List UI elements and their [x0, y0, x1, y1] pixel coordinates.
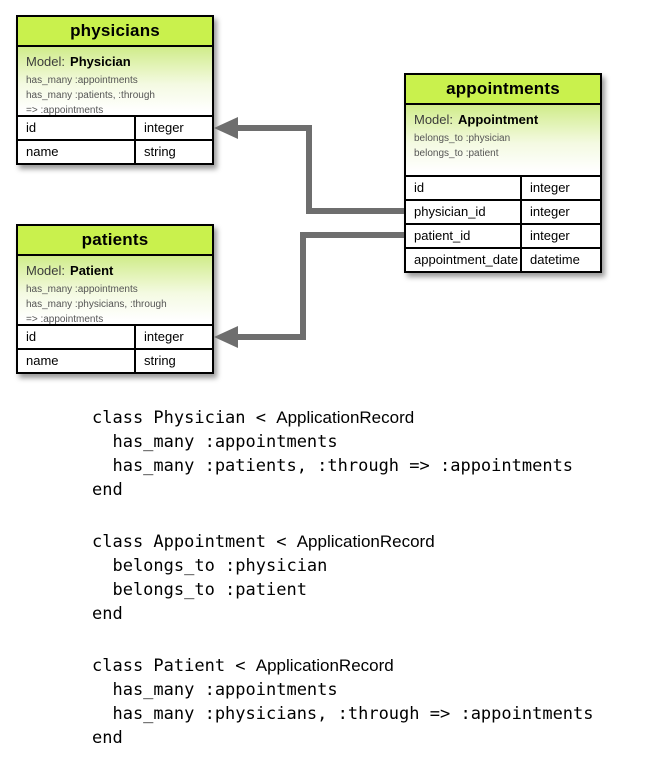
- column-type-cell: integer: [520, 225, 600, 247]
- column-type-cell: string: [134, 350, 212, 372]
- association-line: has_many :appointments: [26, 75, 138, 86]
- column-row: physician_id integer: [406, 199, 600, 223]
- column-type-cell: integer: [520, 201, 600, 223]
- superclass-name: ApplicationRecord: [296, 532, 435, 551]
- column-name-cell: id: [414, 180, 425, 195]
- connector-line: [236, 232, 404, 340]
- model-name: Patient: [70, 263, 114, 278]
- code-block-appointment: class Appointment < ApplicationRecord be…: [92, 530, 594, 626]
- class-declaration: class Physician <: [92, 408, 277, 428]
- class-declaration: class Patient <: [92, 656, 256, 676]
- code-line: has_many :appointments: [92, 680, 338, 700]
- association-line: has_many :patients, :through: [26, 90, 155, 101]
- column-type-cell: integer: [520, 177, 600, 199]
- columns-physicians: id integer name string: [18, 115, 212, 163]
- code-line: belongs_to :physician: [92, 556, 328, 576]
- association-line: => :appointments: [26, 314, 104, 325]
- column-row: appointment_date datetime: [406, 247, 600, 271]
- table-physicians: physicians Model: Physician has_many :app…: [16, 15, 214, 165]
- table-patients: patients Model: Patient has_many :appoint…: [16, 224, 214, 374]
- model-line: Model: Patient: [26, 263, 204, 278]
- column-type-cell: integer: [134, 117, 212, 139]
- table-header-physicians: physicians: [18, 17, 212, 47]
- model-label: Model:: [26, 54, 66, 69]
- table-header-patients: patients: [18, 226, 212, 256]
- model-label: Model:: [414, 112, 454, 127]
- code-line: belongs_to :patient: [92, 580, 307, 600]
- column-row: name string: [18, 348, 212, 372]
- table-appointments: appointments Model: Appointment belongs_t…: [404, 73, 602, 273]
- code-line: has_many :appointments: [92, 432, 338, 452]
- code-line: class Patient < ApplicationRecord: [92, 654, 594, 678]
- column-name-cell: appointment_date: [414, 252, 519, 267]
- code-line: end: [92, 480, 123, 500]
- connector-appointments-to-physicians: [214, 117, 404, 214]
- arrowhead-icon: [214, 326, 238, 348]
- code-line: end: [92, 604, 123, 624]
- column-row: name string: [18, 139, 212, 163]
- model-section-appointments: Model:Appointment belongs_to :physician …: [406, 105, 600, 175]
- model-name: Physician: [70, 54, 131, 69]
- code-block-patient: class Patient < ApplicationRecord has_ma…: [92, 654, 594, 750]
- model-section-physicians: Model: Physician has_many :appointments h…: [18, 47, 212, 116]
- superclass-name: ApplicationRecord: [255, 656, 394, 675]
- code-line: has_many :physicians, :through => :appoi…: [92, 704, 594, 724]
- model-label: Model:: [26, 263, 66, 278]
- column-type-cell: string: [134, 141, 212, 163]
- code-line: end: [92, 728, 123, 748]
- association-line: has_many :appointments: [26, 284, 138, 295]
- table-title: patients: [81, 230, 149, 249]
- model-line: Model: Appointment: [414, 112, 592, 127]
- code-line: has_many :patients, :through => :appoint…: [92, 456, 574, 476]
- ruby-code-snippet: class Physician < ApplicationRecord has_…: [92, 406, 594, 778]
- connector-line: [236, 125, 404, 214]
- column-row: patient_id integer: [406, 223, 600, 247]
- columns-patients: id integer name string: [18, 324, 212, 372]
- column-row: id integer: [18, 115, 212, 139]
- association-line: belongs_to :patient: [414, 148, 499, 159]
- column-type-cell: integer: [134, 326, 212, 348]
- association-line: belongs_to :physician: [414, 133, 511, 144]
- arrowhead-icon: [214, 117, 238, 139]
- association-line: has_many :physicians, :through: [26, 299, 167, 310]
- column-name-cell: name: [26, 144, 59, 159]
- model-name: Appointment: [458, 112, 539, 127]
- table-title: physicians: [70, 21, 160, 40]
- column-row: id integer: [18, 324, 212, 348]
- column-type-cell: datetime: [520, 249, 600, 271]
- class-declaration: class Appointment <: [92, 532, 297, 552]
- table-header-appointments: appointments: [406, 75, 600, 105]
- column-name-cell: id: [26, 329, 37, 344]
- column-name-cell: patient_id: [414, 228, 471, 243]
- column-name-cell: name: [26, 353, 59, 368]
- columns-appointments: id integer physician_id integer patient_…: [406, 175, 600, 271]
- superclass-name: ApplicationRecord: [276, 408, 415, 427]
- column-name-cell: id: [26, 120, 37, 135]
- code-line: class Appointment < ApplicationRecord: [92, 530, 594, 554]
- code-block-physician: class Physician < ApplicationRecord has_…: [92, 406, 594, 502]
- column-name-cell: physician_id: [414, 204, 486, 219]
- model-line: Model: Physician: [26, 54, 204, 69]
- table-title: appointments: [446, 79, 560, 98]
- model-section-patients: Model: Patient has_many :appointments has…: [18, 256, 212, 325]
- connector-appointments-to-patients: [214, 232, 404, 348]
- code-line: class Physician < ApplicationRecord: [92, 406, 594, 430]
- association-line: => :appointments: [26, 105, 104, 116]
- column-row: id integer: [406, 175, 600, 199]
